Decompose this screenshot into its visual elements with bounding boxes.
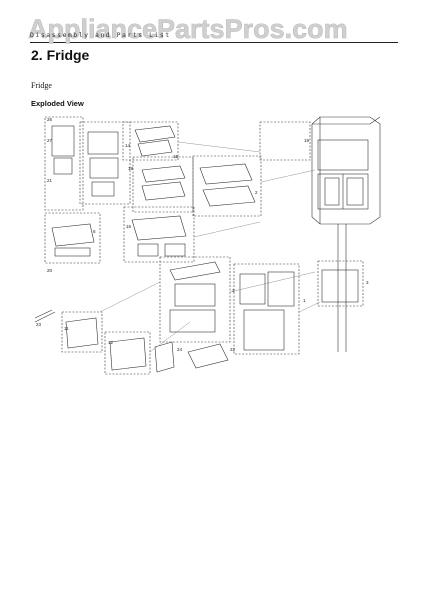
callout-label: 21 (47, 178, 53, 183)
group-box-icemaker-assembly (79, 121, 131, 205)
callout-label: 20 (47, 268, 53, 273)
group-box-freezer-parts (159, 256, 231, 343)
refrigerator-cabinet (311, 116, 381, 352)
callout-label: 12 (108, 340, 114, 345)
watermark: AppliancePartsPros.com (28, 14, 348, 45)
callout-label: 23 (36, 322, 42, 327)
callout-label: 11 (64, 326, 69, 331)
group-box-glass-shelves (192, 155, 262, 217)
callout-label: 16 (126, 224, 132, 229)
group-box-side-panel (317, 260, 364, 307)
callout-label: 26 (47, 117, 53, 122)
header-rule (30, 42, 398, 43)
exploded-view-title: Exploded View (31, 99, 84, 108)
callout-label: 6 (93, 229, 96, 234)
group-box-lower-drawer (44, 212, 101, 264)
leader-lines (99, 141, 321, 353)
callout-label: 1 (303, 298, 306, 303)
part-label: Fridge (31, 81, 52, 90)
section-title: 2. Fridge (31, 47, 90, 63)
callout-labels: 26 27 21 14 15 18 2 19 16 6 20 3 1 3 23 … (36, 117, 369, 352)
callout-label: 27 (47, 138, 53, 143)
exploded-view-diagram: 26 27 21 14 15 18 2 19 16 6 20 3 1 3 23 … (34, 116, 381, 375)
page-subhead: Disassembly and Parts List (30, 31, 171, 39)
group-box-shelf-set (132, 156, 194, 213)
callout-label: 2 (255, 190, 258, 195)
group-box-door-bin-assembly (44, 116, 84, 211)
group-box-crisper-b (104, 331, 151, 375)
callout-label: 22 (230, 347, 236, 352)
callout-label: 3 (366, 280, 369, 285)
group-box-drawer-set (123, 206, 195, 263)
callout-label: 18 (128, 166, 134, 171)
group-box-side-rail (259, 121, 311, 161)
callout-label: 19 (304, 138, 310, 143)
group-box-door-assembly (233, 263, 300, 355)
callout-label: 14 (125, 143, 131, 148)
callout-label: 24 (177, 347, 183, 352)
group-box-upper-shelf (122, 121, 179, 161)
group-box-crisper-a (61, 311, 103, 353)
part-sketches (34, 125, 359, 373)
callout-label: 3 (232, 288, 235, 293)
callout-label: 15 (173, 154, 179, 159)
